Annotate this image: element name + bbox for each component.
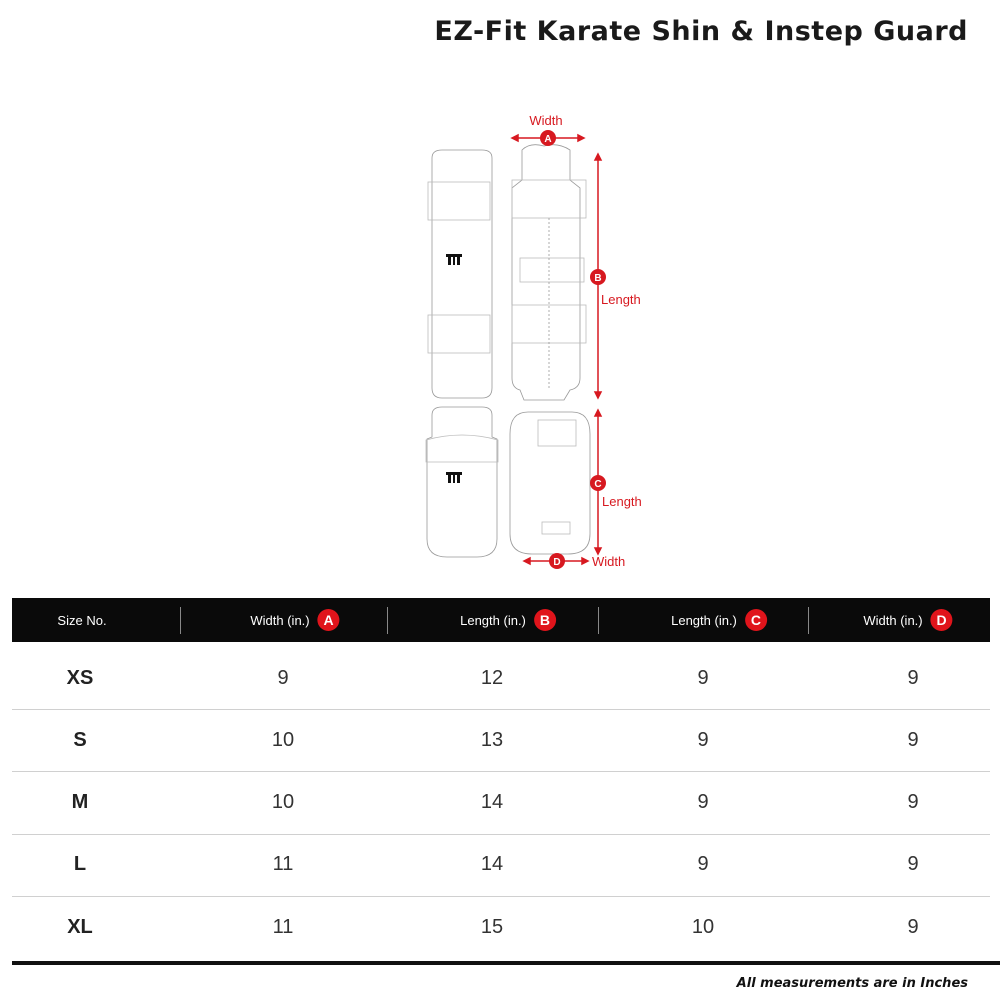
table-row: M 10 14 9 9	[12, 772, 990, 835]
dimension-c: C Length	[590, 475, 642, 509]
divider	[387, 607, 388, 634]
svg-text:D: D	[553, 557, 560, 568]
divider	[808, 607, 809, 634]
brand-logo	[446, 254, 462, 483]
header-width-a: Width (in.) A	[250, 598, 340, 642]
value-cell: 14	[480, 791, 504, 814]
value-cell: 9	[907, 728, 919, 751]
value-cell: 13	[480, 728, 504, 751]
value-cell: 14	[480, 853, 504, 876]
value-cell: 10	[271, 728, 295, 751]
value-cell: 11	[272, 915, 294, 938]
svg-text:Length: Length	[602, 494, 642, 509]
table-row: XL 11 15 10 9	[12, 896, 990, 958]
svg-text:Width: Width	[592, 554, 625, 569]
header-size: Size No.	[57, 598, 106, 642]
value-cell: 9	[697, 728, 709, 751]
page-title: EZ-Fit Karate Shin & Instep Guard	[434, 16, 968, 47]
value-cell: 9	[697, 666, 709, 689]
header-label: Length (in.)	[460, 612, 526, 628]
size-cell: M	[71, 791, 89, 814]
value-cell: 9	[907, 915, 919, 938]
header-label: Width (in.)	[863, 612, 923, 628]
svg-text:A: A	[544, 134, 551, 145]
badge-a: A	[317, 609, 340, 631]
value-cell: 12	[480, 666, 504, 689]
divider	[598, 607, 599, 634]
dimension-d: D Width	[549, 553, 625, 569]
header-label: Size No.	[57, 612, 107, 628]
size-cell: XS	[66, 666, 94, 689]
value-cell: 9	[697, 791, 709, 814]
dimension-a: Width A	[529, 113, 563, 146]
header-label: Length (in.)	[671, 612, 737, 628]
badge-b: B	[533, 609, 556, 631]
header-width-d: Width (in.) D	[863, 598, 953, 642]
size-cell: L	[73, 853, 87, 876]
badge-d: D	[930, 609, 953, 631]
value-cell: 9	[907, 666, 919, 689]
dimension-b: B Length	[590, 269, 641, 307]
svg-text:C: C	[594, 479, 601, 490]
table-row: L 11 14 9 9	[12, 834, 990, 897]
header-length-c: Length (in.) C	[671, 598, 767, 642]
value-cell: 9	[277, 666, 289, 689]
header-label: Width (in.)	[250, 612, 310, 628]
divider	[180, 607, 181, 634]
value-cell: 9	[697, 853, 709, 876]
header-length-b: Length (in.) B	[460, 598, 556, 642]
badge-c: C	[744, 609, 767, 631]
svg-text:Width: Width	[529, 113, 562, 128]
svg-text:Length: Length	[601, 292, 641, 307]
footer-note: All measurements are in Inches	[736, 976, 968, 991]
product-diagram: Width A B Length C Length D Width	[425, 113, 642, 569]
value-cell: 15	[480, 915, 504, 938]
svg-text:B: B	[594, 273, 601, 284]
size-table-header: Size No. Width (in.) A Length (in.) B Leng…	[12, 598, 990, 642]
value-cell: 10	[271, 791, 295, 814]
value-cell: 10	[691, 915, 715, 938]
table-row: S 10 13 9 9	[12, 709, 990, 773]
value-cell: 9	[907, 853, 919, 876]
table-bottom-rule	[12, 961, 1000, 965]
value-cell: 9	[907, 791, 919, 814]
size-cell: XL	[67, 915, 93, 938]
size-cell: S	[73, 728, 87, 751]
table-row: XS 9 12 9 9	[12, 647, 990, 710]
value-cell: 11	[272, 853, 294, 876]
